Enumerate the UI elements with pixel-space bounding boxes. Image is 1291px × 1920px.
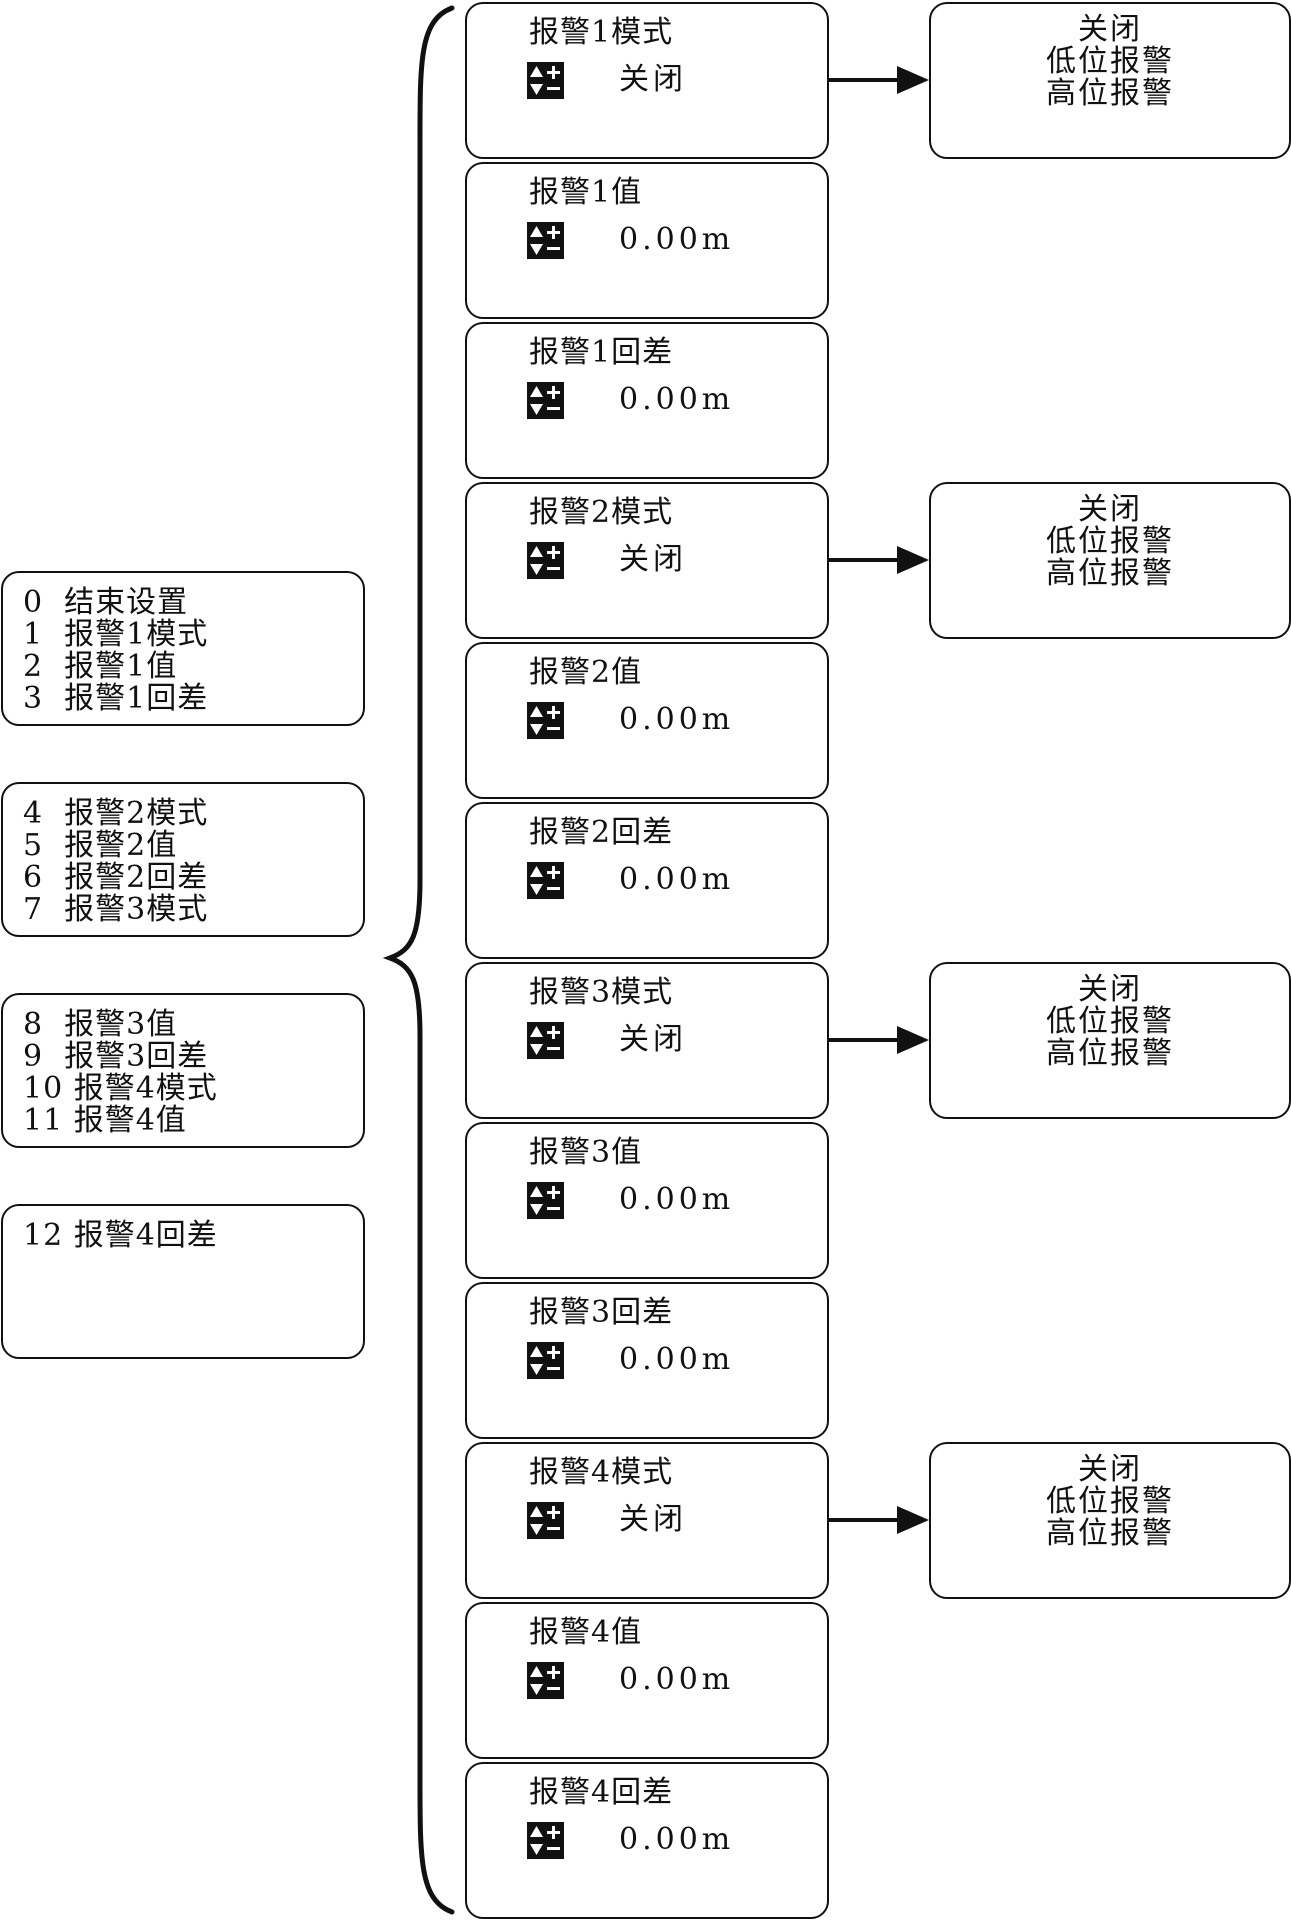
up-down-plus-minus-icon[interactable] xyxy=(527,1502,564,1539)
option-low-alarm[interactable]: 低位报警 xyxy=(1046,1484,1174,1519)
screen-title: 报警4值 xyxy=(529,1615,643,1650)
option-low-alarm[interactable]: 低位报警 xyxy=(1046,1004,1174,1039)
option-high-alarm[interactable]: 高位报警 xyxy=(1046,1036,1174,1071)
menu-item[interactable]: 2 报警1值 xyxy=(23,649,178,684)
screen-title: 报警2值 xyxy=(529,655,643,690)
screen-value[interactable]: 0.00m xyxy=(619,1662,735,1697)
screen-alarm3-mode: 报警3模式 关闭 xyxy=(465,962,829,1119)
menu-item[interactable]: 8 报警3值 xyxy=(23,1007,178,1042)
screen-value[interactable]: 关闭 xyxy=(619,542,687,577)
right-arrow-icon xyxy=(829,1026,929,1054)
up-down-plus-minus-icon[interactable] xyxy=(527,1182,564,1219)
menu-item[interactable]: 9 报警3回差 xyxy=(23,1039,209,1074)
screen-value[interactable]: 0.00m xyxy=(619,222,735,257)
screen-value[interactable]: 关闭 xyxy=(619,1022,687,1057)
screen-value[interactable]: 0.00m xyxy=(619,702,735,737)
option-high-alarm[interactable]: 高位报警 xyxy=(1046,556,1174,591)
alarm1-mode-options: 关闭 低位报警 高位报警 xyxy=(929,2,1291,159)
screen-alarm3-value: 报警3值 0.00m xyxy=(465,1122,829,1279)
up-down-plus-minus-icon[interactable] xyxy=(527,382,564,419)
menu-item[interactable]: 6 报警2回差 xyxy=(23,860,209,895)
up-down-plus-minus-icon[interactable] xyxy=(527,1342,564,1379)
menu-item[interactable]: 12 报警4回差 xyxy=(23,1218,218,1253)
menu-group-3: 8 报警3值 9 报警3回差 10 报警4模式 11 报警4值 xyxy=(1,993,365,1148)
menu-group-4: 12 报警4回差 xyxy=(1,1204,365,1359)
right-arrow-icon xyxy=(829,66,929,94)
screen-alarm2-value: 报警2值 0.00m xyxy=(465,642,829,799)
screen-alarm1-hysteresis: 报警1回差 0.00m xyxy=(465,322,829,479)
screen-value[interactable]: 0.00m xyxy=(619,862,735,897)
right-arrow-icon xyxy=(829,546,929,574)
menu-item[interactable]: 0 结束设置 xyxy=(23,585,189,620)
alarm2-mode-options: 关闭 低位报警 高位报警 xyxy=(929,482,1291,639)
menu-group-1: 0 结束设置 1 报警1模式 2 报警1值 3 报警1回差 xyxy=(1,571,365,726)
up-down-plus-minus-icon[interactable] xyxy=(527,62,564,99)
option-close[interactable]: 关闭 xyxy=(1078,492,1142,527)
up-down-plus-minus-icon[interactable] xyxy=(527,1662,564,1699)
option-close[interactable]: 关闭 xyxy=(1078,12,1142,47)
menu-item[interactable]: 7 报警3模式 xyxy=(23,892,209,927)
screen-alarm4-mode: 报警4模式 关闭 xyxy=(465,1442,829,1599)
screen-title: 报警2模式 xyxy=(529,495,674,530)
option-low-alarm[interactable]: 低位报警 xyxy=(1046,524,1174,559)
option-high-alarm[interactable]: 高位报警 xyxy=(1046,1516,1174,1551)
screen-alarm4-value: 报警4值 0.00m xyxy=(465,1602,829,1759)
up-down-plus-minus-icon[interactable] xyxy=(527,862,564,899)
menu-group-2: 4 报警2模式 5 报警2值 6 报警2回差 7 报警3模式 xyxy=(1,782,365,937)
up-down-plus-minus-icon[interactable] xyxy=(527,222,564,259)
screen-alarm1-value: 报警1值 0.00m xyxy=(465,162,829,319)
right-arrow-icon xyxy=(829,1506,929,1534)
up-down-plus-minus-icon[interactable] xyxy=(527,1022,564,1059)
screen-alarm3-hysteresis: 报警3回差 0.00m xyxy=(465,1282,829,1439)
screen-title: 报警4回差 xyxy=(529,1775,674,1810)
option-low-alarm[interactable]: 低位报警 xyxy=(1046,44,1174,79)
menu-item[interactable]: 10 报警4模式 xyxy=(23,1071,218,1106)
option-close[interactable]: 关闭 xyxy=(1078,1452,1142,1487)
menu-item[interactable]: 3 报警1回差 xyxy=(23,681,209,716)
screen-alarm4-hysteresis: 报警4回差 0.00m xyxy=(465,1762,829,1919)
alarm3-mode-options: 关闭 低位报警 高位报警 xyxy=(929,962,1291,1119)
screen-title: 报警3值 xyxy=(529,1135,643,1170)
screen-title: 报警3回差 xyxy=(529,1295,674,1330)
screen-title: 报警3模式 xyxy=(529,975,674,1010)
screen-alarm2-mode: 报警2模式 关闭 xyxy=(465,482,829,639)
screen-title: 报警1模式 xyxy=(529,15,674,50)
up-down-plus-minus-icon[interactable] xyxy=(527,1822,564,1859)
screen-title: 报警2回差 xyxy=(529,815,674,850)
up-down-plus-minus-icon[interactable] xyxy=(527,702,564,739)
screen-value[interactable]: 关闭 xyxy=(619,62,687,97)
screen-alarm1-mode: 报警1模式 关闭 xyxy=(465,2,829,159)
menu-item[interactable]: 1 报警1模式 xyxy=(23,617,209,652)
screen-value[interactable]: 0.00m xyxy=(619,1182,735,1217)
menu-item[interactable]: 4 报警2模式 xyxy=(23,796,209,831)
menu-item[interactable]: 5 报警2值 xyxy=(23,828,178,863)
screen-title: 报警4模式 xyxy=(529,1455,674,1490)
screen-value[interactable]: 关闭 xyxy=(619,1502,687,1537)
option-close[interactable]: 关闭 xyxy=(1078,972,1142,1007)
screen-value[interactable]: 0.00m xyxy=(619,1822,735,1857)
screen-value[interactable]: 0.00m xyxy=(619,382,735,417)
screen-title: 报警1回差 xyxy=(529,335,674,370)
screen-value[interactable]: 0.00m xyxy=(619,1342,735,1377)
screen-alarm2-hysteresis: 报警2回差 0.00m xyxy=(465,802,829,959)
menu-item[interactable]: 11 报警4值 xyxy=(23,1103,187,1138)
alarm4-mode-options: 关闭 低位报警 高位报警 xyxy=(929,1442,1291,1599)
option-high-alarm[interactable]: 高位报警 xyxy=(1046,76,1174,111)
screen-title: 报警1值 xyxy=(529,175,643,210)
up-down-plus-minus-icon[interactable] xyxy=(527,542,564,579)
